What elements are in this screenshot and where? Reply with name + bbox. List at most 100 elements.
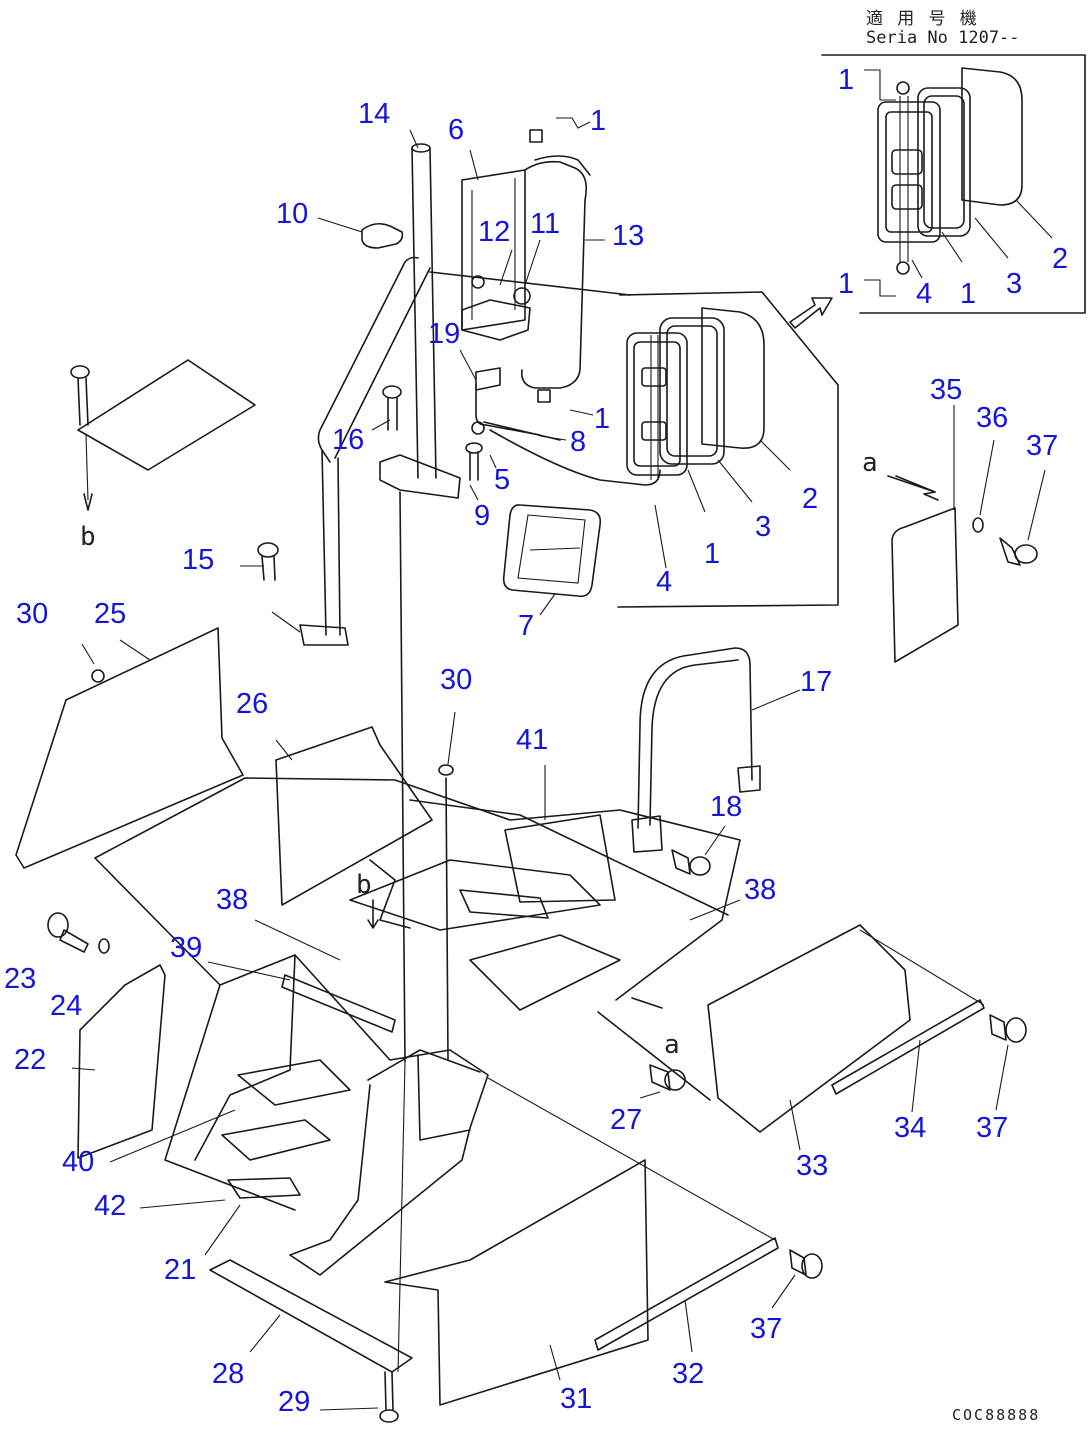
mirror-6-13 [461, 129, 591, 403]
callout-13: 13 [612, 220, 645, 252]
view-arrow-a-top [887, 475, 936, 493]
cover-33 [707, 924, 911, 1133]
strip-39 [281, 974, 396, 1033]
callout-24: 24 [50, 990, 83, 1022]
callout-5: 5 [494, 464, 511, 496]
callout-16: 16 [332, 424, 365, 456]
callout-14: 14 [358, 98, 391, 130]
view-arrow-a-low [631, 997, 663, 1009]
callout-27: 27 [610, 1104, 643, 1136]
lamp-assembly [429, 271, 791, 513]
view-arrow-b-low [367, 899, 379, 929]
callout-28: 28 [212, 1358, 245, 1390]
callout-1-inset-top: 1 [838, 64, 855, 96]
strip-32 [594, 1237, 779, 1351]
callout-37-top: 37 [1026, 430, 1059, 462]
callout-36: 36 [976, 402, 1009, 434]
callout-2-inset: 2 [1052, 243, 1069, 275]
callout-7: 7 [518, 610, 535, 642]
bolt-18 [671, 849, 711, 876]
washer-24 [98, 938, 110, 954]
callout-9: 9 [474, 500, 491, 532]
callout-1-inset-bot: 1 [838, 268, 855, 300]
callout-3-inset: 3 [1006, 268, 1023, 300]
callout-38-left: 38 [216, 884, 249, 916]
callout-17: 17 [800, 666, 833, 698]
view-marker-a-top: a [862, 448, 878, 478]
lamp-7 [502, 504, 602, 616]
callout-25: 25 [94, 598, 127, 630]
callout-19: 19 [428, 318, 461, 350]
callout-40: 40 [62, 1146, 95, 1178]
callout-1-mid: 1 [594, 403, 611, 435]
callout-4-inset: 4 [916, 278, 933, 310]
bolt-27 [649, 1064, 686, 1091]
callout-2: 2 [802, 483, 819, 515]
callout-23: 23 [4, 963, 37, 995]
callout-10: 10 [276, 198, 309, 230]
callout-1-inset-mid: 1 [960, 278, 977, 310]
view-marker-b-low: b [356, 870, 372, 900]
bolt-29 [379, 1371, 399, 1423]
plate-35 [891, 507, 959, 663]
callout-37-low: 37 [750, 1313, 783, 1345]
bolt-23 [47, 912, 89, 953]
bolt-9 [465, 442, 483, 481]
serial-number-label: Seria No 1207-- [866, 28, 1020, 48]
view-marker-b-top: b [80, 522, 96, 552]
bracket-19-8 [471, 367, 561, 441]
clamp-10 [361, 222, 404, 249]
callout-31: 31 [560, 1383, 593, 1415]
callout-12: 12 [478, 216, 511, 248]
callout-6: 6 [448, 114, 465, 146]
callout-39: 39 [170, 932, 203, 964]
callout-11: 11 [530, 208, 561, 240]
callout-21: 21 [164, 1254, 197, 1286]
bolt-15 [257, 542, 279, 581]
drawing-code: COC88888 [952, 1406, 1041, 1424]
callout-15: 15 [182, 544, 215, 576]
bolt-37-low [789, 1249, 823, 1279]
bolt-37-mid [989, 1014, 1027, 1043]
callout-18: 18 [710, 791, 743, 823]
step-body [164, 954, 489, 1276]
callout-1-top: 1 [590, 105, 607, 137]
callout-1-low: 1 [704, 538, 721, 570]
applicability-label: 適 用 号 機 [866, 9, 979, 29]
inset-lamp-assembly [864, 67, 1053, 297]
callout-29: 29 [278, 1386, 311, 1418]
washer-36 [972, 517, 984, 533]
bolt-37-top [999, 537, 1038, 566]
floor-frame [94, 777, 741, 1101]
callout-35: 35 [930, 374, 963, 406]
leader-lines [71, 117, 1046, 1411]
callout-42: 42 [94, 1190, 127, 1222]
nut-30-mid [438, 764, 454, 776]
callout-32: 32 [672, 1358, 705, 1390]
callout-22: 22 [14, 1044, 47, 1076]
callout-37-mid: 37 [976, 1112, 1009, 1144]
bolt-16 [382, 385, 402, 431]
strip-34 [831, 999, 985, 1095]
callout-30-mid: 30 [440, 664, 473, 696]
mirror-stay-14 [299, 143, 461, 646]
view-marker-a-low: a [664, 1030, 680, 1060]
detail-arrow [789, 297, 833, 329]
callout-3: 3 [755, 511, 772, 543]
inset-frame [821, 54, 1086, 314]
callout-30-left: 30 [16, 598, 49, 630]
callout-38-right: 38 [744, 874, 777, 906]
plate-26 [275, 726, 433, 906]
plate-22 [77, 964, 166, 1159]
callout-34: 34 [894, 1112, 927, 1144]
callout-8: 8 [570, 426, 587, 458]
callout-33: 33 [796, 1150, 829, 1182]
cover-31 [384, 1159, 649, 1406]
callout-26: 26 [236, 688, 269, 720]
lamp-detail-box [617, 291, 839, 608]
cover-25 [15, 627, 244, 869]
plate-b [70, 359, 256, 511]
strip-28 [209, 1259, 413, 1373]
